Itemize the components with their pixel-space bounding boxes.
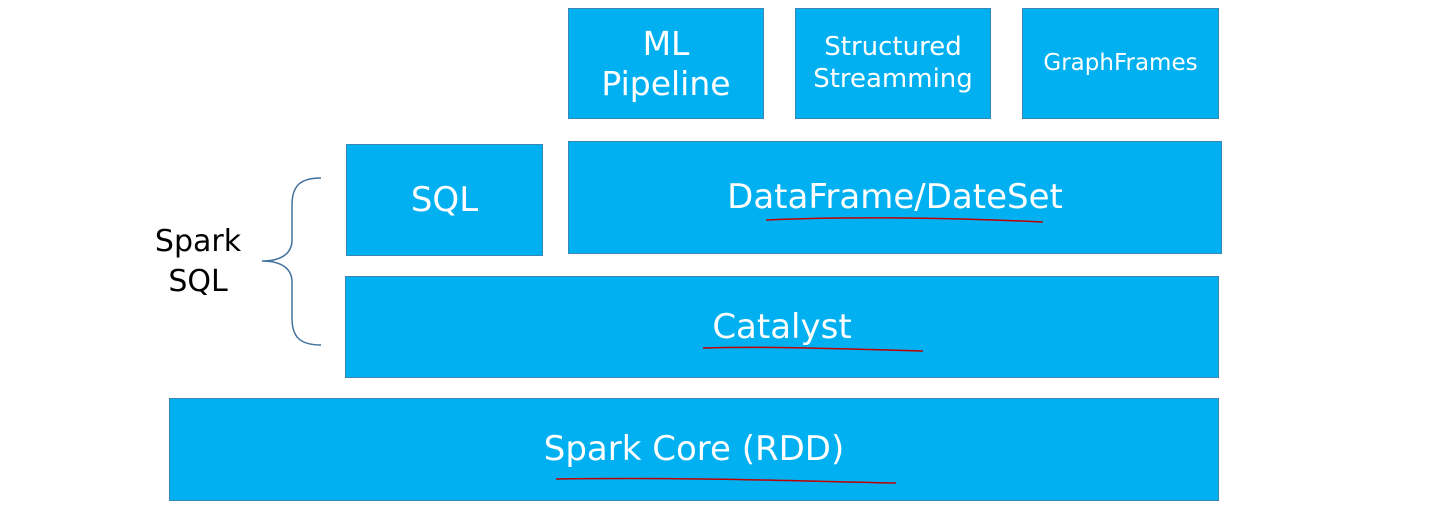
structured-streaming-label: Structured Streamming: [813, 32, 973, 94]
ml-pipeline-label: ML Pipeline: [601, 23, 731, 103]
structured-streaming-box: Structured Streamming: [795, 8, 991, 119]
left-curly-brace: [261, 177, 322, 346]
graphframes-label: GraphFrames: [1043, 49, 1198, 76]
dataframe-dataset-box: DataFrame/DateSet: [568, 141, 1222, 254]
sql-box: SQL: [346, 144, 543, 256]
catalyst-label: Catalyst: [712, 306, 852, 347]
spark-core-label: Spark Core (RDD): [543, 429, 845, 470]
graphframes-box: GraphFrames: [1022, 8, 1219, 119]
ml-pipeline-box: ML Pipeline: [568, 8, 764, 119]
catalyst-box: Catalyst: [345, 276, 1219, 378]
dataframe-dataset-label: DataFrame/DateSet: [727, 177, 1063, 218]
sql-label: SQL: [410, 179, 479, 220]
spark-sql-group-label: Spark SQL: [154, 224, 242, 299]
spark-core-box: Spark Core (RDD): [169, 398, 1219, 501]
